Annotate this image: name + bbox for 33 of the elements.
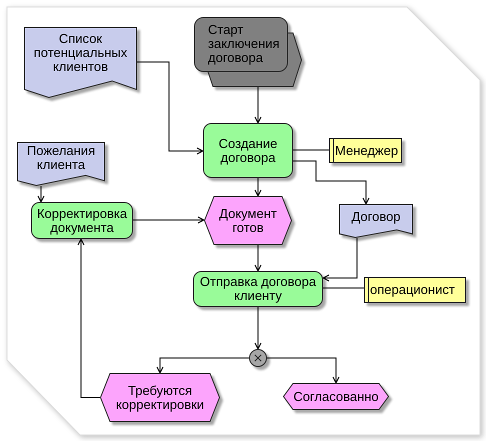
document-node <box>339 204 413 238</box>
arrow <box>322 238 358 282</box>
arrow <box>254 244 262 272</box>
arrow <box>38 186 44 202</box>
event-hexagon <box>283 383 389 410</box>
function-label: Корректировка документа <box>36 206 128 234</box>
arrow <box>254 178 262 196</box>
document-label: Список потенциальных клиентов <box>32 32 128 74</box>
org-unit-node <box>364 277 466 303</box>
arrow <box>254 306 262 350</box>
start-event-node <box>194 17 302 87</box>
arrow <box>292 160 370 204</box>
arrow <box>156 358 250 374</box>
arrow <box>266 358 340 384</box>
document-label: Пожелания клиента <box>26 144 96 172</box>
arrow <box>254 86 262 124</box>
function-label: Создание договора <box>218 136 278 164</box>
event-hexagon <box>100 373 220 422</box>
arrow <box>78 238 100 398</box>
function-node <box>203 123 293 178</box>
role-label: операционист <box>370 283 455 297</box>
arrow <box>136 62 204 154</box>
function-node <box>193 271 323 307</box>
event-label: Документ готов <box>218 206 278 234</box>
org-unit-node <box>329 138 402 163</box>
arrow <box>132 216 204 224</box>
event-label: Согласованно <box>293 390 379 404</box>
role-label: Менеджер <box>335 144 398 158</box>
document-label: Договор <box>351 210 401 224</box>
function-label: Отправка договора клиенту <box>198 275 318 303</box>
event-label: Старт заключения договора <box>208 23 281 65</box>
xor-connector <box>249 349 267 367</box>
event-label: Требуются корректировки <box>114 384 206 412</box>
